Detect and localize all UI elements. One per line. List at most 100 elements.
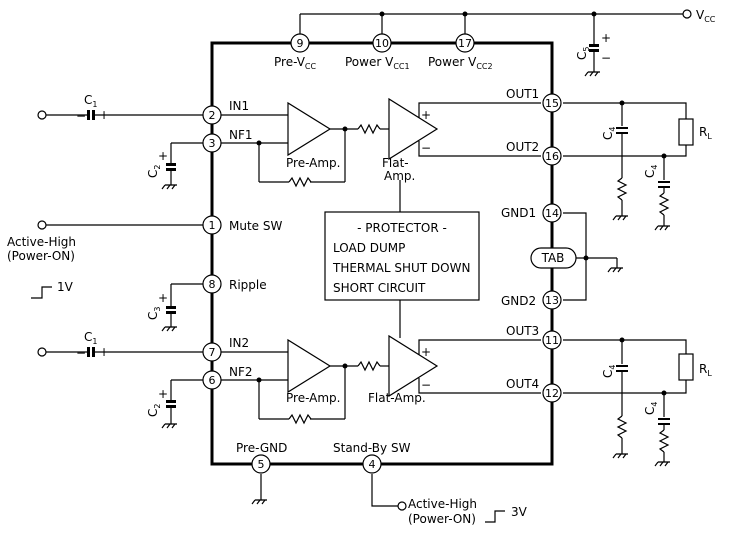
- pre-amp-2-label: Pre-Amp.: [286, 391, 340, 405]
- pin-6: 6: [202, 370, 222, 390]
- pulse-1v-icon: [31, 286, 52, 299]
- mute-sw-label: Mute SW: [229, 219, 282, 233]
- rl-label-1: RL: [699, 125, 712, 141]
- pin-14-number: 14: [545, 207, 559, 220]
- pin-3-number: 3: [209, 137, 216, 150]
- pre-amp-1-label: Pre-Amp.: [286, 156, 340, 170]
- in1-terminal: [37, 110, 47, 120]
- pin-16: 16: [542, 146, 562, 166]
- pre-amp-2: [287, 338, 332, 394]
- pin-9: 9: [290, 33, 310, 53]
- pin-11-number: 11: [545, 334, 559, 347]
- pin-10: 10: [372, 33, 392, 53]
- pin-2-number: 2: [209, 109, 216, 122]
- pin-5: 5: [251, 454, 271, 474]
- in1-label: IN1: [229, 99, 249, 113]
- pin-2: 2: [202, 105, 222, 125]
- pin-1: 1: [202, 215, 222, 235]
- flat-amp-2-plus: +: [421, 345, 431, 359]
- c3-label: C3: [146, 307, 162, 320]
- mute-terminal: [37, 220, 47, 230]
- nf2-label: NF2: [229, 365, 253, 379]
- channel-1-amps: + −: [221, 97, 541, 188]
- c1-label-bottom: C1: [84, 330, 97, 346]
- pin-13-number: 13: [545, 294, 559, 307]
- standby-terminal: [397, 501, 407, 511]
- pin-11-circle: [542, 330, 562, 350]
- protector-thermal-shutdown: THERMAL SHUT DOWN: [332, 261, 470, 275]
- pin-14: 14: [542, 203, 562, 223]
- pin-3: 3: [202, 133, 222, 153]
- c2-plus-top: +: [158, 149, 168, 163]
- mute-active-high-label: Active-High: [7, 235, 76, 249]
- tab-label: TAB: [541, 251, 565, 265]
- output-load-2: RL C4 C4: [563, 337, 712, 467]
- pin-17-number: 17: [458, 37, 472, 50]
- gnd2-label: GND2: [501, 294, 536, 308]
- c4-label-2a: C4: [601, 365, 617, 378]
- pin-1-number: 1: [209, 219, 216, 232]
- output-load-1: RL C4 C4: [563, 100, 712, 231]
- rl-label-2: RL: [699, 362, 712, 378]
- flat-amp-1: [388, 97, 439, 161]
- pin-10-number: 10: [375, 37, 389, 50]
- c1-minus-bottom: −: [76, 346, 86, 360]
- c5-minus-sign: −: [601, 51, 611, 65]
- protector-load-dump: LOAD DUMP: [333, 241, 405, 255]
- c2-label-bottom: C2: [146, 404, 162, 417]
- in2-label: IN2: [229, 336, 249, 350]
- ripple-cap: C3 +: [146, 283, 203, 332]
- pin-15-circle: [542, 93, 562, 113]
- pin-15: 15: [542, 93, 562, 113]
- in2-terminal: [37, 347, 47, 357]
- pin-12-number: 12: [545, 387, 559, 400]
- c4-label-2b: C4: [643, 402, 659, 415]
- vcc-rail: VCC C5 + −: [299, 8, 716, 77]
- pin-11: 11: [542, 330, 562, 350]
- pre-amp-1: [287, 101, 332, 157]
- nf1-label: NF1: [229, 128, 253, 142]
- pin-3-circle: [202, 133, 222, 153]
- pin-7-circle: [202, 342, 222, 362]
- c3-plus: +: [158, 291, 168, 305]
- mute-level-label: 1V: [57, 280, 74, 294]
- pin-4-number: 4: [369, 458, 376, 471]
- flat-amp-1-plus: +: [421, 108, 431, 122]
- pin-4-circle: [362, 454, 382, 474]
- c1-minus-top: −: [76, 109, 86, 123]
- flat-amp-2-label: Flat-Amp.: [368, 391, 426, 405]
- out3-label: OUT3: [506, 324, 539, 338]
- pin-7: 7: [202, 342, 222, 362]
- pin-16-number: 16: [545, 150, 559, 163]
- pin-17-circle: [455, 33, 475, 53]
- mute-power-on-label: (Power-ON): [7, 249, 75, 263]
- pin-1-circle: [202, 215, 222, 235]
- out4-label: OUT4: [506, 377, 539, 391]
- pin-8-circle: [202, 274, 222, 294]
- c4-label-1a: C4: [601, 127, 617, 140]
- protector-box: [324, 211, 480, 301]
- pin-12: 12: [542, 383, 562, 403]
- pin-16-circle: [542, 146, 562, 166]
- gnd1-label: GND1: [501, 206, 536, 220]
- flat-amp-1-label-a: Flat-: [382, 156, 409, 170]
- flat-amp-1-minus: −: [421, 141, 431, 155]
- rl-resistor-1: [678, 118, 694, 146]
- pin-14-circle: [542, 203, 562, 223]
- pin-13: 13: [542, 290, 562, 310]
- pin-12-circle: [542, 383, 562, 403]
- pin-17: 17: [455, 33, 475, 53]
- pin-4: 4: [362, 454, 382, 474]
- pin-15-number: 15: [545, 97, 559, 110]
- c4-label-1b: C4: [643, 165, 659, 178]
- protector-title: - PROTECTOR -: [357, 221, 447, 235]
- channel-2-input: C1 − + C2 +: [37, 330, 203, 429]
- pin-5-circle: [251, 454, 271, 474]
- pre-gnd-label: Pre-GND: [236, 441, 287, 455]
- standby-level-label: 3V: [511, 505, 528, 519]
- out2-label: OUT2: [506, 140, 539, 154]
- flat-amp-2: [388, 334, 439, 398]
- c1-label-top: C1: [84, 93, 97, 109]
